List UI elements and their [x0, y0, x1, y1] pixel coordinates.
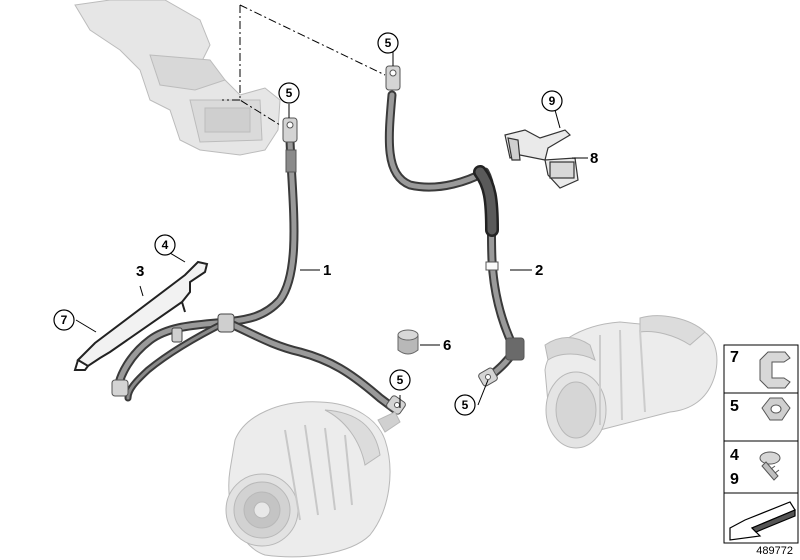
legend-label-4: 4 — [730, 447, 739, 464]
svg-text:7: 7 — [61, 313, 68, 327]
label-part-6: 6 — [443, 337, 451, 354]
legend-label-9: 9 — [730, 471, 739, 488]
legend-label-7: 7 — [730, 349, 739, 366]
callout-9-bracket: 9 — [541, 90, 563, 112]
hex-nut-icon — [761, 397, 791, 421]
alternator — [225, 401, 401, 558]
bracket-3 — [73, 260, 209, 371]
callout-5-top-right: 5 — [377, 32, 399, 54]
callout-5-top-left: 5 — [278, 82, 300, 104]
screw-icon — [759, 451, 781, 481]
svg-text:9: 9 — [549, 94, 556, 108]
callout-4-bracket: 4 — [154, 234, 176, 256]
label-part-3: 3 — [136, 263, 144, 280]
cable-2-lugs — [385, 65, 525, 387]
reference-lines — [222, 4, 386, 126]
callout-5-alternator: 5 — [389, 369, 411, 391]
cable-1-lugs — [111, 117, 406, 415]
svg-text:5: 5 — [462, 398, 469, 412]
svg-text:4: 4 — [162, 238, 169, 252]
legend-label-5: 5 — [730, 398, 739, 415]
parts-legend: 7 5 4 9 489772 — [723, 344, 799, 557]
label-part-2: 2 — [535, 262, 543, 279]
callout-5-starter: 5 — [454, 394, 476, 416]
leader-lines — [75, 50, 588, 408]
bracket-8 — [504, 129, 579, 189]
label-part-1: 1 — [323, 262, 331, 279]
arrow-sign-icon — [729, 501, 796, 541]
svg-text:5: 5 — [397, 373, 404, 387]
svg-text:5: 5 — [385, 36, 392, 50]
cap-6 — [397, 329, 419, 355]
label-part-8: 8 — [590, 150, 598, 167]
clip-icon — [759, 351, 791, 389]
circled-callouts: 5 5 4 7 5 5 9 — [53, 32, 563, 416]
drawing-number: 489772 — [756, 545, 793, 557]
cable-ties — [171, 313, 235, 343]
battery-housing — [74, 0, 281, 156]
part-labels: 1 2 3 6 8 — [136, 150, 598, 354]
svg-text:5: 5 — [286, 86, 293, 100]
cable-1 — [113, 135, 401, 415]
callout-7-clip: 7 — [53, 309, 75, 331]
starter-motor — [544, 315, 718, 449]
